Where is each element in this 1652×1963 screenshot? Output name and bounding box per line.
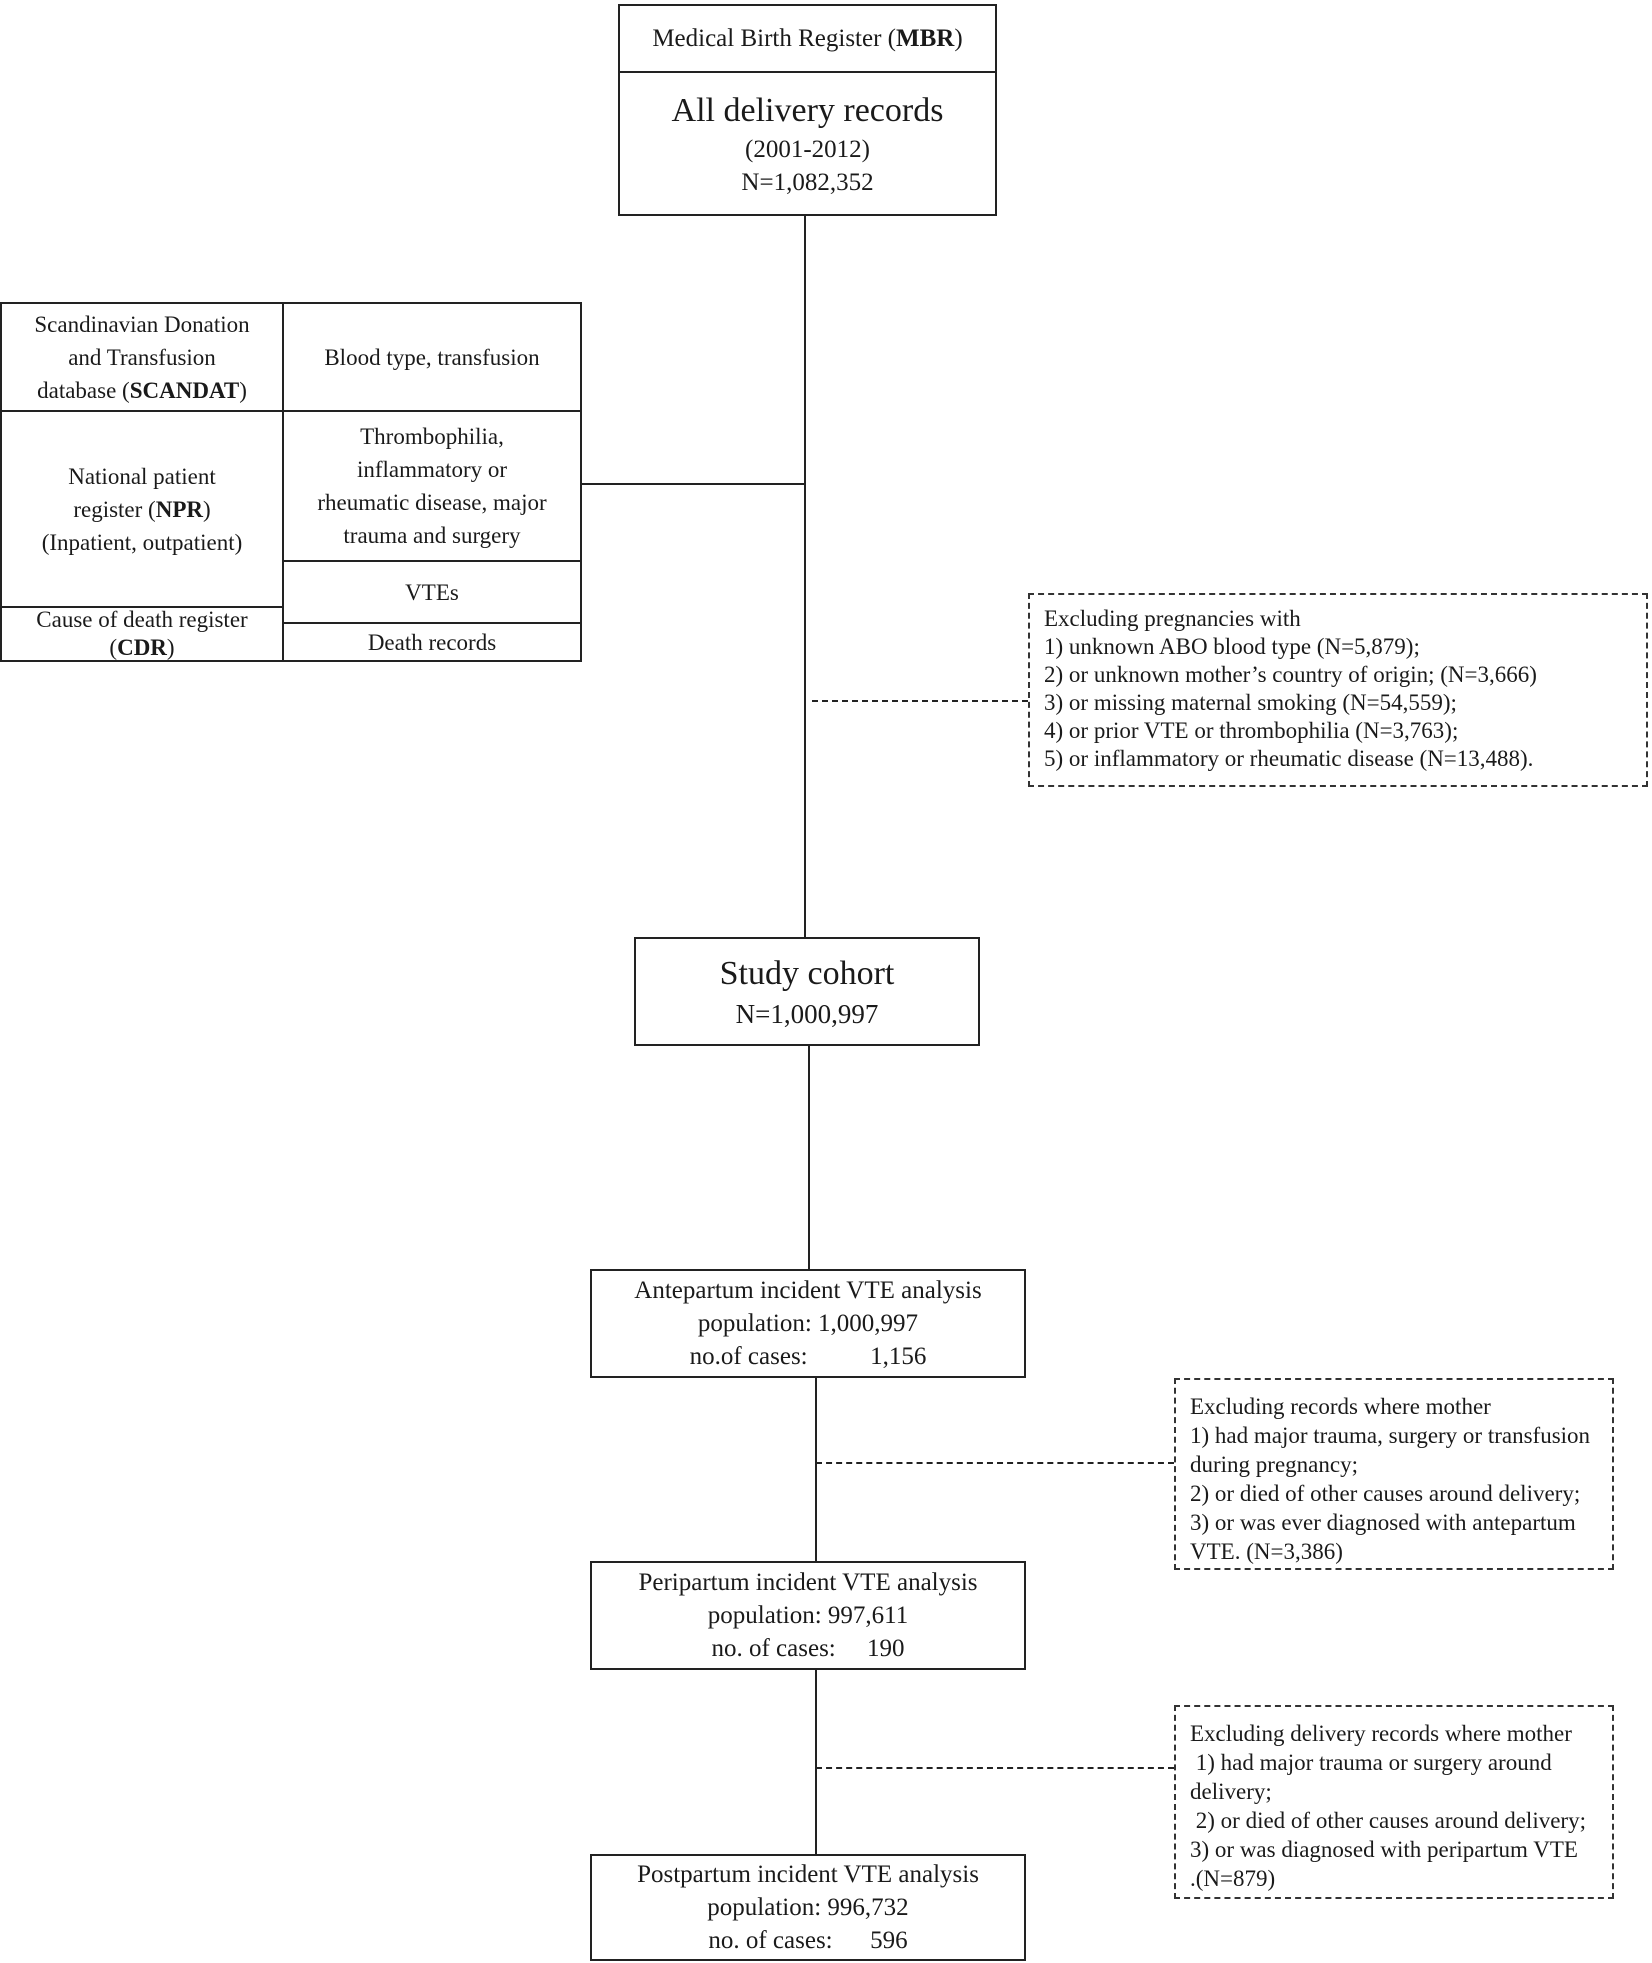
exclusion1-line: 3) or missing maternal smoking (N=54,559… <box>1044 690 1457 715</box>
npr-name-line3: (Inpatient, outpatient) <box>41 529 243 555</box>
npr-vte-info: VTEs <box>405 579 459 605</box>
cdr-info: Death records <box>367 629 497 655</box>
exclusion3-line: delivery; <box>1190 1779 1272 1804</box>
dashed-connector-exclusion2 <box>816 1462 1174 1464</box>
exclusion2-line: 2) or died of other causes around delive… <box>1190 1481 1581 1506</box>
scandat-name-line1: Scandinavian Donation <box>34 311 250 337</box>
mbr-title: All delivery records <box>671 91 944 129</box>
peripartum-title: Peripartum incident VTE analysis <box>638 1569 978 1596</box>
connector-cohort-to-antepartum <box>808 1045 810 1270</box>
antepartum-cases: no.of cases: 1,156 <box>689 1343 927 1370</box>
cdr-info-cell: Death records <box>282 622 582 662</box>
npr-info-line3: rheumatic disease, major <box>317 490 547 515</box>
scandat-info-cell: Blood type, transfusion <box>282 302 582 412</box>
postpartum-population: population: 996,732 <box>707 1894 909 1921</box>
exclusion1-line: 1) unknown ABO blood type (N=5,879); <box>1044 634 1420 659</box>
exclusion2-line: Excluding records where mother <box>1190 1394 1491 1419</box>
npr-name-line2: register (NPR) <box>73 496 211 522</box>
cdr-name-line2: (CDR) <box>109 635 175 660</box>
scandat-name-cell: Scandinavian Donation and Transfusion da… <box>0 302 284 412</box>
mbr-header-suffix: ) <box>954 25 963 52</box>
exclusion3-line: 2) or died of other causes around delive… <box>1190 1808 1586 1833</box>
mbr-header-box: Medical Birth Register (MBR) <box>618 4 997 73</box>
peripartum-population: population: 997,611 <box>707 1602 909 1629</box>
npr-vte-cell: VTEs <box>282 560 582 624</box>
exclusion-box-2: Excluding records where mother 1) had ma… <box>1174 1378 1614 1570</box>
exclusion1-line: 4) or prior VTE or thrombophilia (N=3,76… <box>1044 718 1459 743</box>
npr-info-cell: Thrombophilia, inflammatory or rheumatic… <box>282 410 582 562</box>
scandat-name-line2: and Transfusion <box>68 344 216 370</box>
exclusion-box-1: Excluding pregnancies with 1) unknown AB… <box>1028 593 1648 787</box>
scandat-info: Blood type, transfusion <box>324 344 540 370</box>
mbr-count: N=1,082,352 <box>741 168 874 196</box>
exclusion3-line: 3) or was diagnosed with peripartum VTE <box>1190 1837 1578 1862</box>
exclusion2-line: 1) had major trauma, surgery or transfus… <box>1190 1423 1591 1448</box>
cohort-count: N=1,000,997 <box>735 998 879 1029</box>
npr-info-line1: Thrombophilia, <box>360 424 504 449</box>
mbr-records-box: All delivery records (2001-2012) N=1,082… <box>618 71 997 216</box>
data-sources-table: Scandinavian Donation and Transfusion da… <box>0 302 582 662</box>
dashed-connector-exclusion3 <box>816 1767 1174 1769</box>
antepartum-title: Antepartum incident VTE analysis <box>634 1277 982 1304</box>
cdr-name-line1: Cause of death register <box>36 607 248 632</box>
dashed-connector-exclusion1 <box>812 700 1028 702</box>
exclusion3-line: .(N=879) <box>1190 1866 1276 1891</box>
connector-peripartum-to-postpartum <box>815 1669 817 1855</box>
antepartum-box: Antepartum incident VTE analysis populat… <box>590 1269 1026 1378</box>
mbr-years: (2001-2012) <box>745 135 870 163</box>
exclusion-box-3: Excluding delivery records where mother … <box>1174 1705 1614 1899</box>
postpartum-box: Postpartum incident VTE analysis populat… <box>590 1854 1026 1961</box>
exclusion1-line: Excluding pregnancies with <box>1044 606 1301 631</box>
mbr-header-text: Medical Birth Register (MBR) <box>620 6 995 71</box>
npr-info-line4: trauma and surgery <box>343 523 521 548</box>
exclusion1-line: 5) or inflammatory or rheumatic disease … <box>1044 746 1534 771</box>
exclusion3-line: Excluding delivery records where mother <box>1190 1721 1572 1746</box>
peripartum-box: Peripartum incident VTE analysis populat… <box>590 1561 1026 1670</box>
npr-name-cell: National patient register (NPR) (Inpatie… <box>0 410 284 608</box>
exclusion3-line: 1) had major trauma or surgery around <box>1190 1750 1552 1775</box>
connector-antepartum-to-peripartum <box>815 1377 817 1562</box>
postpartum-title: Postpartum incident VTE analysis <box>637 1861 979 1888</box>
connector-mbr-to-cohort <box>804 214 806 938</box>
npr-info-line2: inflammatory or <box>356 457 508 482</box>
exclusion1-line: 2) or unknown mother’s country of origin… <box>1044 662 1537 687</box>
exclusion2-line: 3) or was ever diagnosed with antepartum <box>1190 1510 1576 1535</box>
connector-sources-to-main <box>581 483 806 485</box>
study-cohort-box: Study cohort N=1,000,997 <box>634 937 980 1046</box>
cohort-title: Study cohort <box>719 954 895 992</box>
antepartum-population: population: 1,000,997 <box>697 1310 919 1337</box>
cdr-name-cell: Cause of death register (CDR) <box>0 606 284 662</box>
mbr-header-prefix: Medical Birth Register ( <box>652 25 897 52</box>
npr-name-line1: National patient <box>68 463 216 489</box>
postpartum-cases: no. of cases: 596 <box>708 1927 908 1954</box>
scandat-name-line3: database (SCANDAT) <box>37 377 247 403</box>
peripartum-cases: no. of cases: 190 <box>711 1635 905 1662</box>
exclusion2-line: VTE. (N=3,386) <box>1190 1539 1343 1564</box>
mbr-header-abbrev: MBR <box>896 25 955 52</box>
exclusion2-line: during pregnancy; <box>1190 1452 1358 1477</box>
